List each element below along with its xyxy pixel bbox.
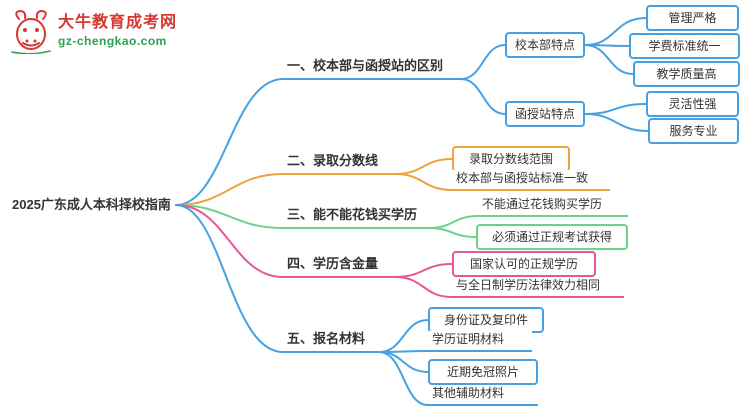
node-professional-service: 服务专业	[648, 118, 739, 144]
links-branch-3	[175, 204, 479, 238]
node-other-materials: 其他辅助材料	[428, 385, 538, 406]
links-branch-1	[175, 17, 649, 206]
node-same-standard: 校本部与函授站标准一致	[452, 170, 610, 191]
root-topic: 2025广东成人本科择校指南	[12, 196, 171, 214]
site-name: 大牛教育成考网	[58, 14, 178, 31]
node-unified-tuition: 学费标准统一	[629, 33, 740, 59]
site-logo: 大牛教育成考网 gz-chengkao.com	[10, 8, 177, 54]
node-station-features: 函授站特点	[505, 101, 585, 127]
node-flexibility: 灵活性强	[646, 91, 739, 117]
branch-4-topic: 四、学历含金量	[283, 253, 395, 278]
node-education-proof: 学历证明材料	[428, 331, 532, 352]
site-url: gz-chengkao.com	[58, 34, 167, 48]
node-equal-legal-effect: 与全日制学历法律效力相同	[452, 277, 624, 298]
links-branch-5	[175, 204, 429, 406]
logo-text: 大牛教育成考网 gz-chengkao.com	[58, 13, 177, 49]
node-must-exam: 必须通过正规考试获得	[476, 224, 628, 250]
node-hq-features: 校本部特点	[505, 32, 585, 58]
node-teaching-quality: 教学质量高	[633, 61, 740, 87]
branch-2-topic: 二、录取分数线	[283, 150, 395, 175]
node-id-card-copy: 身份证及复印件	[428, 307, 544, 333]
node-recent-photo: 近期免冠照片	[428, 359, 538, 385]
links-branch-2	[175, 158, 453, 206]
links-branch-4	[175, 204, 453, 298]
node-strict-management: 管理严格	[646, 5, 739, 31]
branch-3-topic: 三、能不能花钱买学历	[283, 204, 429, 229]
cow-icon	[11, 9, 51, 54]
branch-1-topic: 一、校本部与函授站的区别	[283, 55, 461, 80]
branch-5-topic: 五、报名材料	[283, 328, 379, 353]
green-swoosh	[11, 50, 51, 54]
node-score-range: 录取分数线范围	[452, 146, 570, 172]
node-state-recognized: 国家认可的正规学历	[452, 251, 596, 277]
node-cannot-buy: 不能通过花钱购买学历	[478, 196, 628, 217]
